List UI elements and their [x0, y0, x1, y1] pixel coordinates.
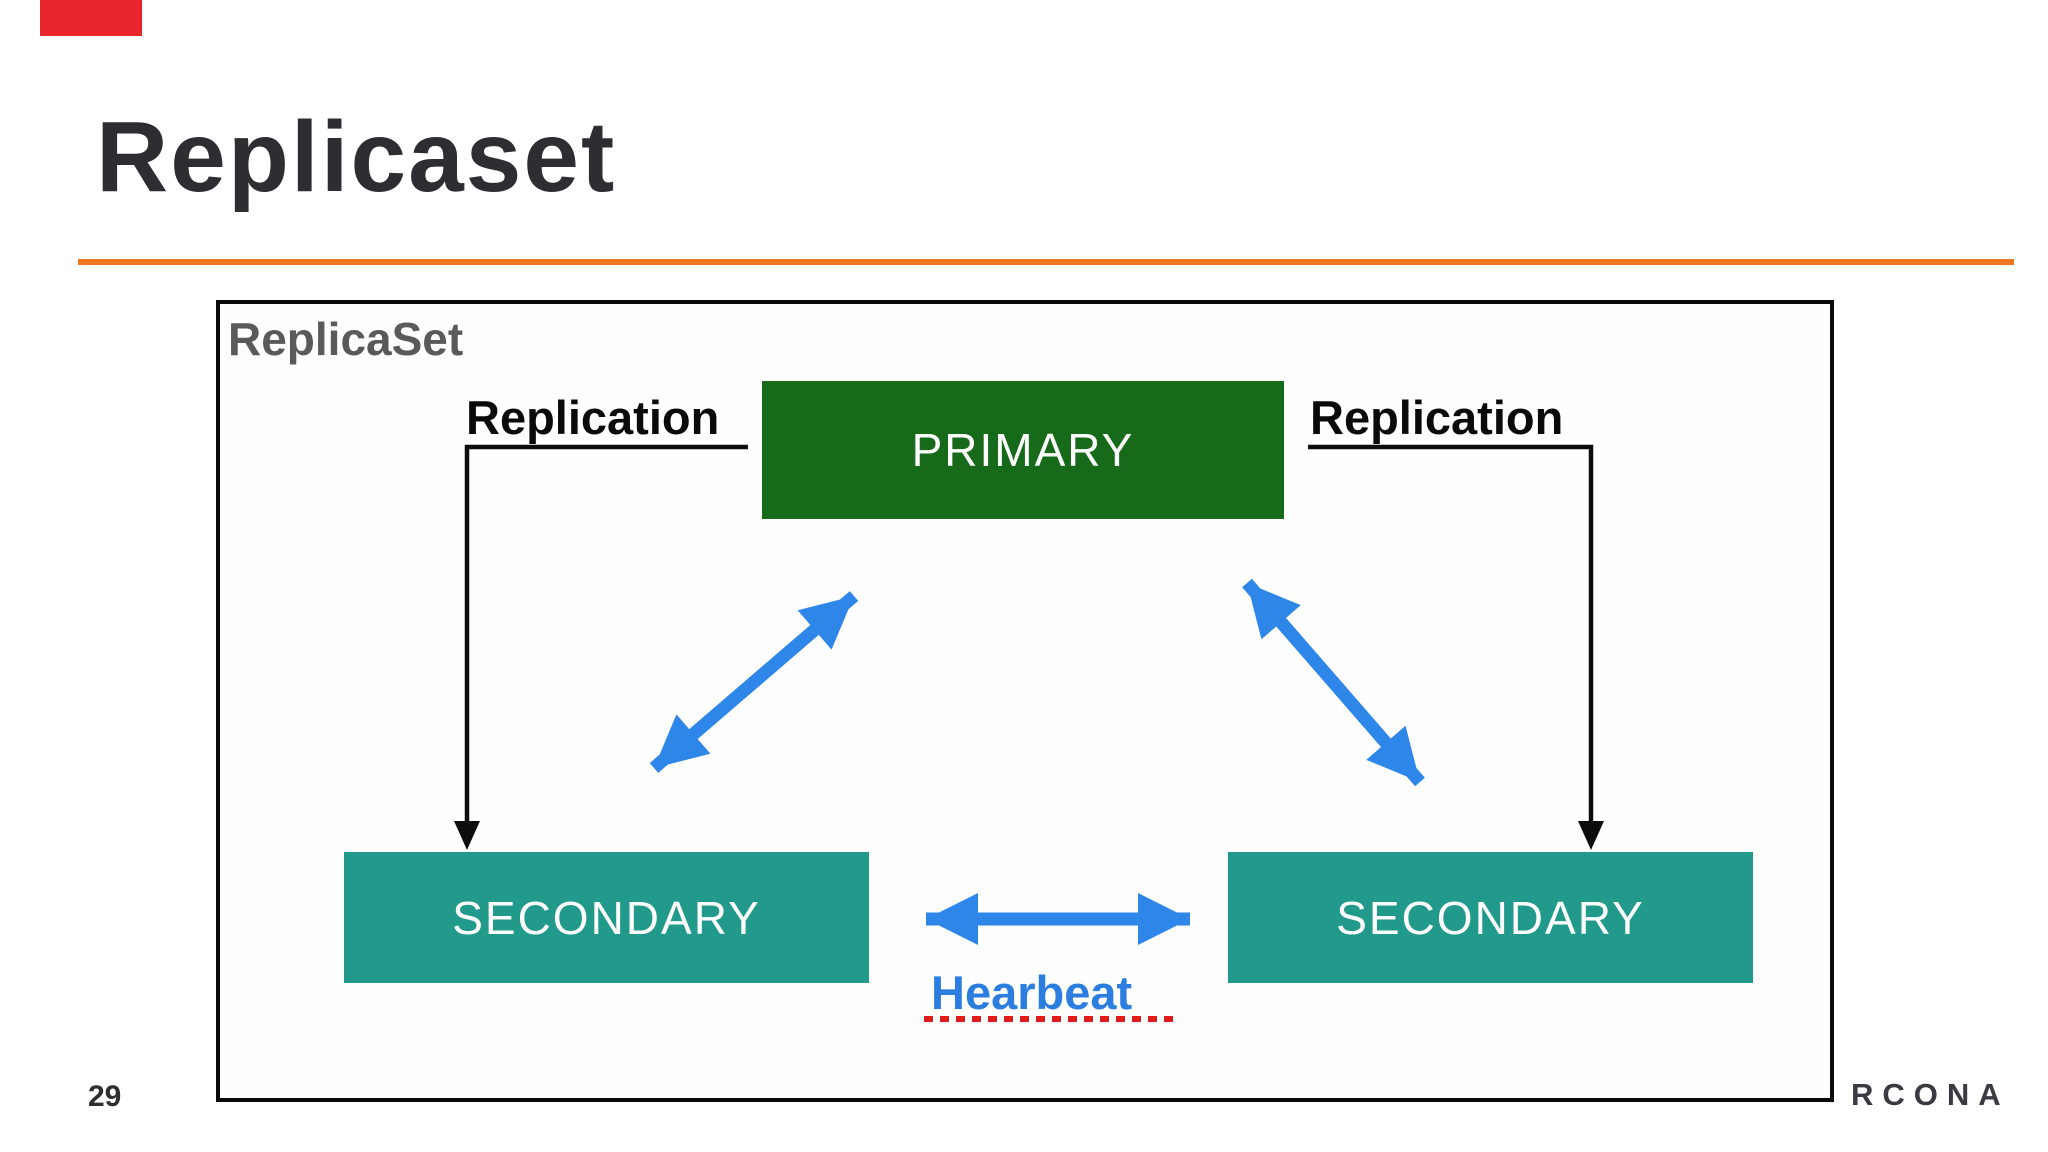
down-arrowhead-right — [1578, 821, 1604, 850]
record-indicator-bar — [40, 0, 142, 36]
replication-label-left: Replication — [466, 391, 720, 444]
diagram-title: ReplicaSet — [228, 313, 464, 365]
brand-logo-text: RCONA — [1851, 1077, 2010, 1112]
spellcheck-underline — [924, 1016, 1176, 1022]
replication-connector-left — [464, 444, 748, 824]
secondary-node-left: SECONDARY — [344, 852, 869, 983]
replication-label-right: Replication — [1310, 391, 1564, 444]
secondary-node-right: SECONDARY — [1228, 852, 1753, 983]
replicaset-diagram-frame: ReplicaSet Replication Replication PRIMA… — [216, 300, 1834, 1102]
primary-node: PRIMARY — [762, 381, 1284, 519]
heartbeat-label: Hearbeat — [931, 966, 1133, 1019]
title-divider — [78, 259, 2014, 265]
replication-connector-right — [1308, 444, 1594, 824]
secondary-node-left-label: SECONDARY — [452, 891, 761, 944]
page-number: 29 — [88, 1080, 122, 1113]
primary-node-label: PRIMARY — [911, 424, 1135, 476]
sync-arrow-primary-secondary-right — [1242, 578, 1425, 787]
secondary-node-right-label: SECONDARY — [1336, 891, 1645, 944]
page-title: Replicaset — [96, 101, 617, 213]
down-arrowhead-left — [454, 821, 480, 850]
sync-arrow-primary-secondary-left — [649, 591, 859, 773]
